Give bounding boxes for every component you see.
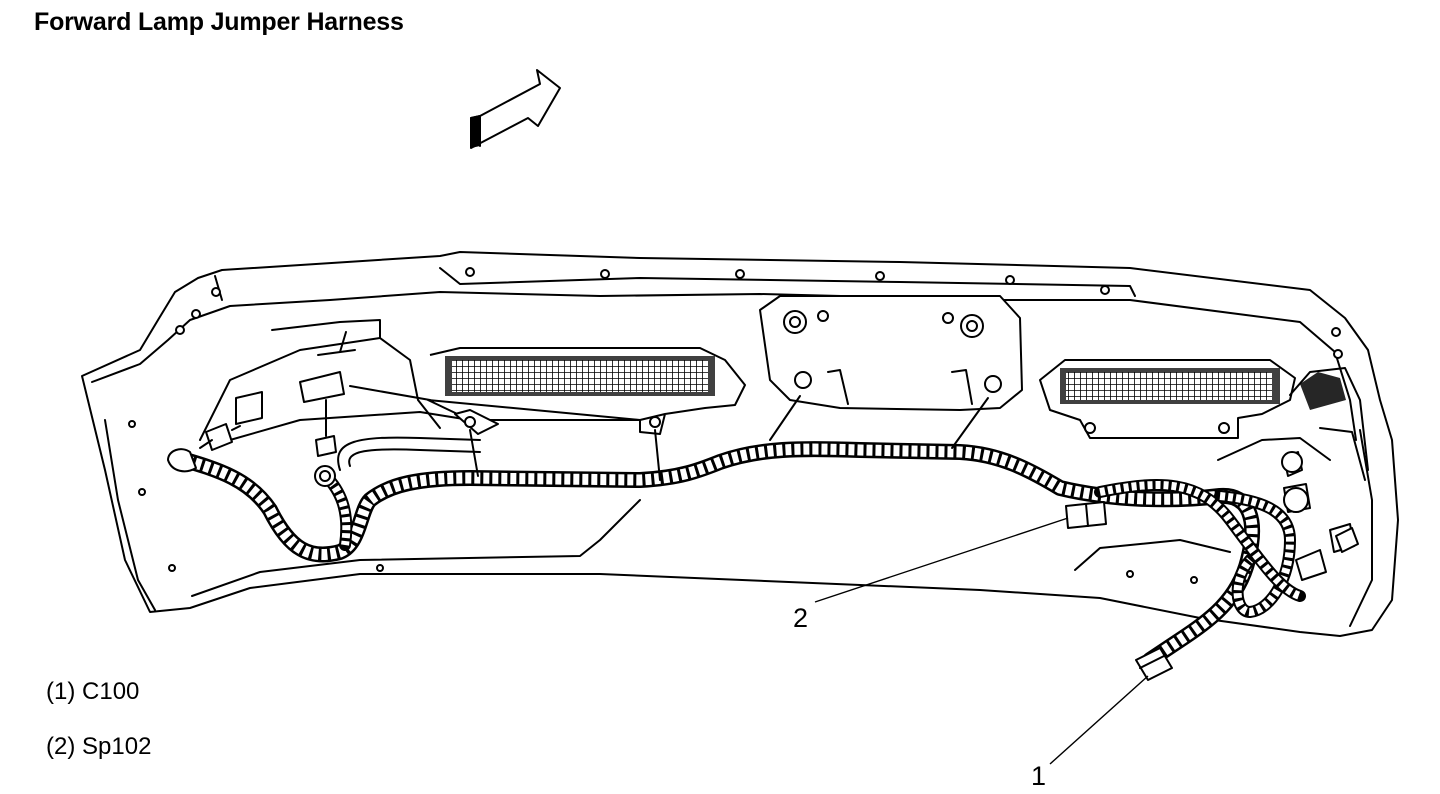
left-lamp-pocket (199, 319, 471, 441)
lamp-sockets (167, 399, 1359, 581)
legend-item-number: (1) (46, 678, 76, 705)
legend-item-sp102: (2) Sp102 (46, 733, 151, 761)
bumper-fascia (81, 251, 1399, 637)
callout-1-label: 1 (1031, 761, 1046, 791)
connector-c100 (1135, 647, 1173, 681)
license-plate-bracket (759, 295, 1023, 411)
legend-item-label: Sp102 (82, 733, 152, 760)
harness-conduit (170, 395, 1306, 668)
page-title: Forward Lamp Jumper Harness (34, 8, 404, 36)
legend: (1) C100 (2) Sp102 (46, 678, 151, 788)
legend-item-label: C100 (82, 678, 140, 705)
left-grille-insert (427, 347, 746, 435)
callout-1-leader (1049, 675, 1149, 765)
right-grille-insert (1039, 359, 1296, 439)
callout-2-leader (814, 517, 1069, 603)
legend-item-c100: (1) C100 (46, 678, 151, 706)
callout-2-label: 2 (793, 603, 808, 633)
legend-item-number: (2) (46, 733, 76, 760)
splice-sp102 (1065, 501, 1107, 529)
direction-arrow-icon (470, 69, 561, 149)
